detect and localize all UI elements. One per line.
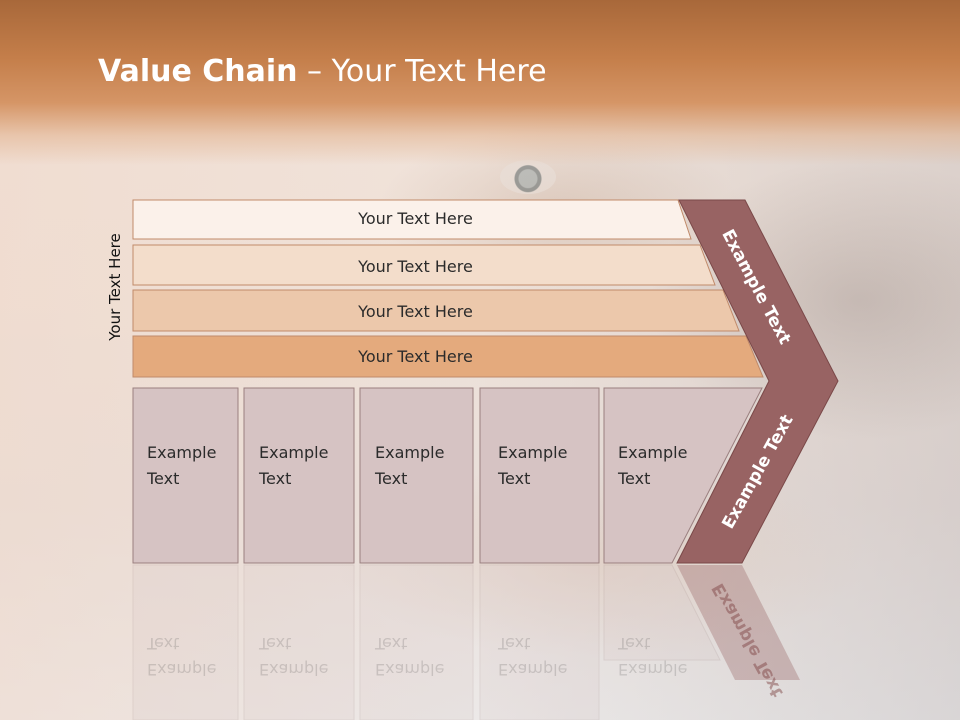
chevron-reflection xyxy=(677,565,800,680)
box-1-reflection xyxy=(132,564,239,720)
title-bold: Value Chain xyxy=(98,54,298,89)
box-3-line1: Example xyxy=(375,443,445,462)
bar-1 xyxy=(132,199,692,240)
box-2-reflection xyxy=(243,564,355,720)
bar-3-label: Your Text Here xyxy=(358,302,473,321)
chevron-arrow xyxy=(676,199,839,564)
box-1-line1: Example xyxy=(147,443,217,462)
box-1-line2: Text xyxy=(147,469,180,488)
box-3-line2: Text xyxy=(375,469,408,488)
bar-2-label: Your Text Here xyxy=(358,257,473,276)
box-5-line2: Text xyxy=(618,469,651,488)
box-5-reflection xyxy=(603,564,721,661)
box-3 xyxy=(359,387,474,564)
bar-2 xyxy=(132,244,716,286)
header-band xyxy=(0,0,960,165)
reflection-group xyxy=(132,564,721,720)
box-4 xyxy=(479,387,600,564)
box-4-line2: Text xyxy=(498,469,531,488)
box-3-reflection xyxy=(359,564,474,720)
slide-title: Value Chain – Your Text Here xyxy=(98,54,547,89)
bar-4-label: Your Text Here xyxy=(358,347,473,366)
box-4-line1: Example xyxy=(498,443,568,462)
bar-1-label: Your Text Here xyxy=(358,209,473,228)
bar-4 xyxy=(132,335,764,378)
box-1 xyxy=(132,387,239,564)
background-eye xyxy=(500,160,556,194)
box-2-line2: Text xyxy=(259,469,292,488)
bar-3 xyxy=(132,289,740,332)
box-5 xyxy=(603,387,763,564)
box-5-line1: Example xyxy=(618,443,688,462)
box-2 xyxy=(243,387,355,564)
title-rest: – Your Text Here xyxy=(297,54,547,89)
box-2-line1: Example xyxy=(259,443,329,462)
box-4-reflection xyxy=(479,564,600,720)
